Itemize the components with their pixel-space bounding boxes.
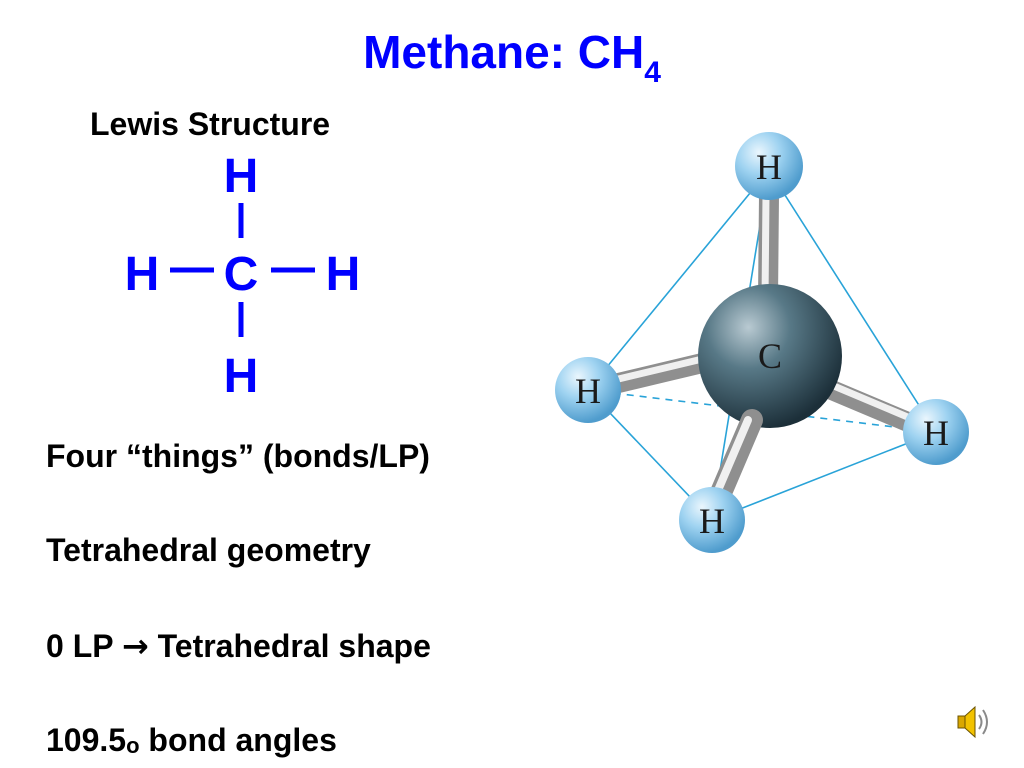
hydrogen-top-sphere — [735, 132, 803, 200]
tetrahedral-3d-model: H H H C H — [555, 132, 969, 553]
carbon-label: C — [758, 336, 782, 376]
sound-wave-inner — [978, 714, 983, 730]
bond-angle-label: bond angles — [139, 722, 337, 758]
hydrogen-left-label: H — [575, 371, 601, 411]
bond-to-left-h — [600, 350, 725, 395]
bond-to-left-h-highlight — [606, 352, 719, 385]
bullet-tetrahedral-geometry: Tetrahedral geometry — [46, 532, 371, 568]
bullet-four-things: Four “things” (bonds/LP) — [46, 438, 430, 474]
speaker-icon[interactable] — [955, 700, 991, 744]
hydrogen-right-label: H — [923, 413, 949, 453]
bullet-bond-angles: 109.5o bond angles — [46, 720, 337, 764]
speaker-cone — [964, 705, 976, 739]
right-arrow-icon: → — [121, 627, 149, 665]
edge-top-left — [587, 169, 770, 391]
hydrogen-bottom-sphere — [679, 487, 745, 553]
bond-angle-value: 109.5 — [46, 722, 127, 758]
hydrogen-bottom: H — [679, 487, 745, 553]
bond-front — [709, 409, 763, 506]
bond-to-right-h — [810, 375, 925, 435]
lewis-top-h: H — [224, 150, 259, 203]
lewis-center-c: C — [224, 248, 259, 301]
hydrogen-top-label: H — [756, 147, 782, 187]
hydrogen-right-sphere — [903, 399, 969, 465]
lewis-bottom-h: H — [224, 350, 259, 403]
bullet-lp-count: 0 LP — [46, 628, 122, 664]
bullet-lone-pairs-shape: 0 LP → Tetrahedral shape — [46, 626, 431, 666]
hydrogen-right: H — [903, 399, 969, 465]
lewis-right-h: H — [326, 248, 361, 301]
edge-top-right — [768, 169, 937, 433]
lewis-structure-diagram: H H C H H — [125, 150, 361, 403]
lewis-left-h: H — [125, 248, 160, 301]
degree-superscript: o — [126, 733, 140, 758]
lewis-structure-heading: Lewis Structure — [90, 106, 331, 142]
edge-bottom-right — [711, 431, 937, 521]
hydrogen-left-sphere — [555, 357, 621, 423]
bond-sticks — [600, 185, 925, 435]
bond-to-right-h-highlight — [818, 377, 921, 425]
bullet-shape-label: Tetrahedral shape — [148, 628, 431, 664]
sound-wave-outer — [982, 709, 988, 735]
hydrogen-bottom-label: H — [699, 501, 725, 541]
carbon-center: C — [698, 284, 842, 428]
carbon-sphere — [698, 284, 842, 428]
speaker-body — [957, 715, 966, 729]
hydrogen-top: H — [735, 132, 803, 200]
title-main: Methane: CH — [363, 26, 645, 78]
bond-to-top-h-highlight — [761, 191, 770, 304]
title-subscript: 4 — [644, 56, 661, 89]
hydrogen-left: H — [555, 357, 621, 423]
bond-to-bottom-h-highlight — [712, 416, 752, 499]
page-title: Methane: CH4 — [0, 22, 1024, 89]
